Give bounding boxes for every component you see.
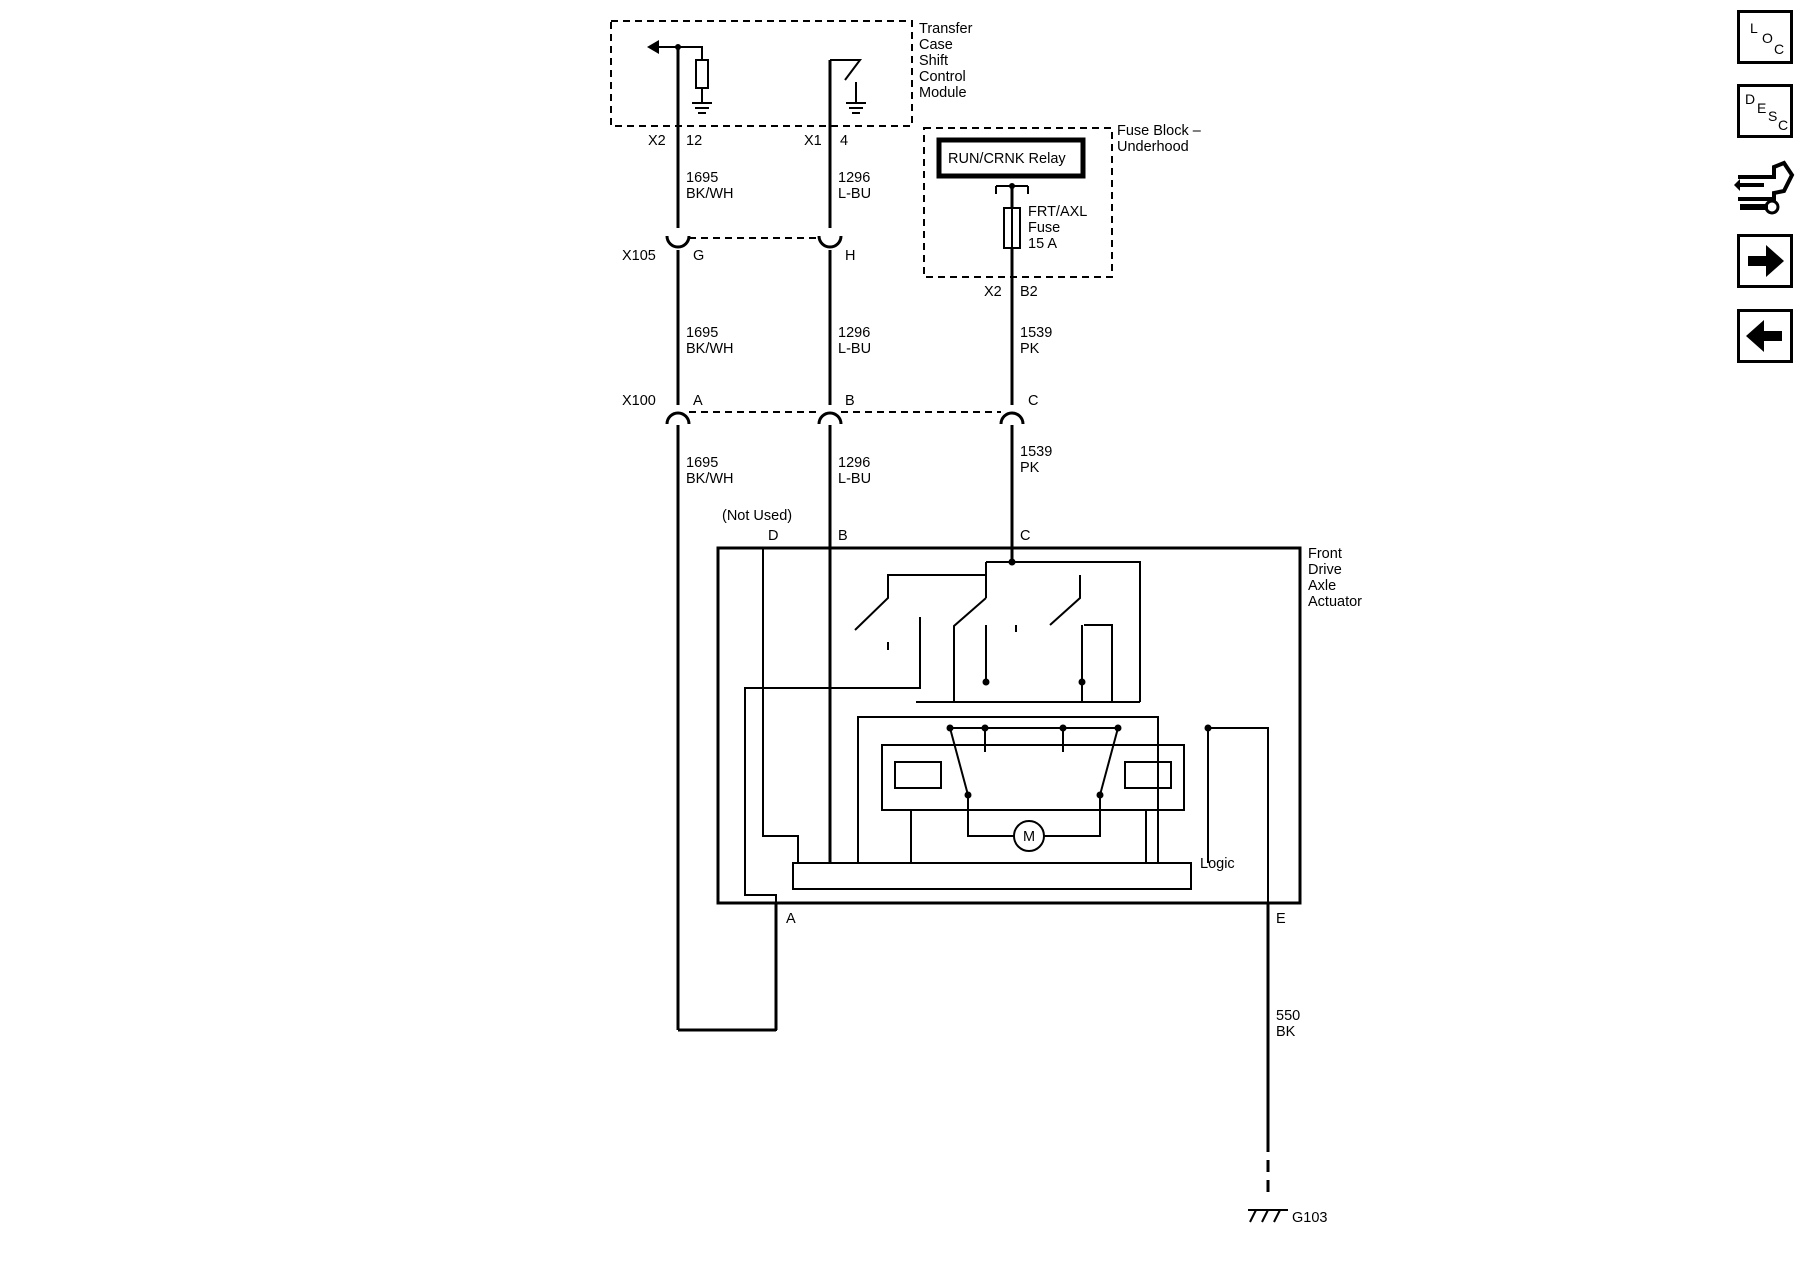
- wire-1539-circuit: 1539: [1020, 444, 1052, 460]
- chassis-ground-icon: [1248, 1209, 1288, 1223]
- logic-board: [792, 862, 1192, 890]
- connector-pin-g-icon: [665, 235, 691, 249]
- tccm-module: Transfer Case Shift Control Module: [610, 20, 973, 127]
- connector-pin-b-icon: [817, 411, 843, 425]
- loc-button[interactable]: L O C: [1737, 10, 1793, 64]
- connector-pin-h-icon: [817, 235, 843, 249]
- next-button[interactable]: [1737, 234, 1793, 288]
- fuse-block-label-2: Underhood: [1117, 139, 1189, 155]
- fuse-label-3: 15 A: [1028, 236, 1057, 252]
- tccm-boundary: [610, 20, 913, 127]
- position-switch-left: [854, 574, 986, 688]
- wire-1695-color: BK/WH: [686, 186, 734, 202]
- fuse-label-2: Fuse: [1028, 220, 1060, 236]
- connector-x105-label: X105: [622, 248, 656, 264]
- resistor-icon: [695, 59, 709, 89]
- relay-box: [936, 137, 1086, 179]
- pin-not-used-label: (Not Used): [722, 508, 792, 524]
- pin-e-trace: [1207, 727, 1269, 903]
- fuse-block: Fuse Block – Underhood RUN/CRNK Relay FR…: [923, 123, 1202, 278]
- connector-x105: [665, 235, 843, 249]
- position-switch-right: [1049, 575, 1113, 702]
- connector-pin-c-icon: [999, 411, 1025, 425]
- wire-1296-circuit: 1296: [838, 455, 870, 471]
- pin-e-label: E: [1276, 911, 1286, 927]
- connector-x2-label: X2: [984, 284, 1002, 300]
- pin-g-label: G: [693, 248, 704, 264]
- tccm-label-3: Shift: [919, 53, 948, 69]
- wire-1539-circuit: 1539: [1020, 325, 1052, 341]
- tccm-label-2: Case: [919, 37, 953, 53]
- relay-coil-right-icon: [1124, 761, 1172, 789]
- wire-1695-circuit: 1695: [686, 170, 718, 186]
- resistor-lead: [678, 46, 703, 60]
- pin-a-label: A: [693, 393, 703, 409]
- ground-g103-label: G103: [1292, 1210, 1327, 1226]
- pin-c-bus: [986, 561, 1141, 702]
- relay-coil-left-icon: [894, 761, 942, 789]
- actuator-label-1: Front: [1308, 546, 1342, 562]
- pin-d-label: D: [768, 528, 778, 544]
- switch-contact-icon: [844, 59, 862, 81]
- wire-550-circuit: 550: [1276, 1008, 1300, 1024]
- fuse-block-label-1: Fuse Block –: [1117, 123, 1202, 139]
- logic-feed-loop: [857, 716, 1159, 863]
- actuator-label-2: Drive: [1308, 562, 1342, 578]
- wire-1695-color: BK/WH: [686, 471, 734, 487]
- logic-label: Logic: [1200, 856, 1235, 872]
- front-drive-axle-actuator: Front Drive Axle Actuator (Not Used) D B…: [678, 508, 1362, 1032]
- ground-icon: [692, 102, 712, 114]
- connector-pin-a-icon: [665, 411, 691, 425]
- motor-control-block: [881, 744, 1185, 811]
- wire-1296-color: L-BU: [838, 471, 871, 487]
- pin-b-label: B: [838, 528, 848, 544]
- wire-1296-color: L-BU: [838, 186, 871, 202]
- wire-1695-circuit: 1695: [686, 325, 718, 341]
- connector-x2-label: X2: [648, 133, 666, 149]
- actuator-housing: [716, 546, 1302, 905]
- motor-label: M: [1023, 829, 1035, 845]
- pin-12-label: 12: [686, 133, 702, 149]
- connector-tool-button[interactable]: [1734, 155, 1796, 217]
- wire-1695-circuit: 1695: [686, 455, 718, 471]
- previous-button[interactable]: [1737, 309, 1793, 363]
- arrow-left-icon: [1746, 320, 1782, 352]
- wire-1296-circuit: 1296: [838, 325, 870, 341]
- ground-icon: [846, 102, 866, 114]
- wire-1296-circuit: 1296: [838, 170, 870, 186]
- wire-1296-color: L-BU: [838, 341, 871, 357]
- pin-d-trace: [762, 548, 799, 863]
- desc-button[interactable]: D E S C: [1737, 84, 1793, 138]
- connector-tool-icon: [1734, 160, 1795, 215]
- tccm-label-5: Module: [919, 85, 967, 101]
- arrow-right-icon: [1748, 245, 1784, 277]
- position-switch-center: [953, 597, 1017, 682]
- pin-b2-label: B2: [1020, 284, 1038, 300]
- wire-550-color: BK: [1276, 1024, 1296, 1040]
- pin-a-label: A: [786, 911, 796, 927]
- relay-label: RUN/CRNK Relay: [948, 151, 1066, 167]
- actuator-label-3: Axle: [1308, 578, 1336, 594]
- fuse-label-1: FRT/AXL: [1028, 204, 1087, 220]
- tccm-label-1: Transfer: [919, 21, 973, 37]
- wire-1539-color: PK: [1020, 460, 1040, 476]
- pin-h-label: H: [845, 248, 855, 264]
- pin-c-label: C: [1028, 393, 1038, 409]
- pin-4-label: 4: [840, 133, 848, 149]
- wire-1539-color: PK: [1020, 341, 1040, 357]
- pin-a-trace: [678, 617, 921, 1031]
- pin-c-label: C: [1020, 528, 1030, 544]
- actuator-label-4: Actuator: [1308, 594, 1362, 610]
- signal-arrow-icon: [647, 40, 659, 54]
- tccm-label-4: Control: [919, 69, 966, 85]
- connector-x100-label: X100: [622, 393, 656, 409]
- motor-icon: [1013, 820, 1045, 852]
- pin-b-label: B: [845, 393, 855, 409]
- wire-1695-color: BK/WH: [686, 341, 734, 357]
- connector-x1-label: X1: [804, 133, 822, 149]
- connector-x100: [665, 411, 1025, 425]
